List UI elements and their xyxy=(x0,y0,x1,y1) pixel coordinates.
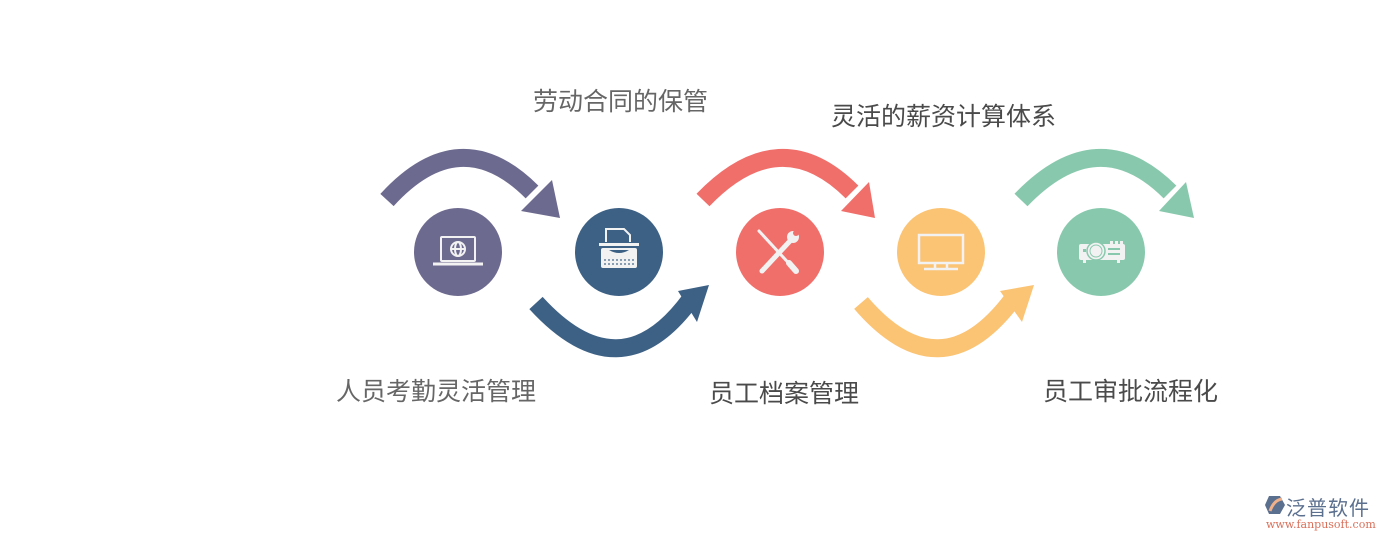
step-2-label: 劳动合同的保管 xyxy=(533,87,709,116)
watermark-logo: 泛普软件 www.fanpusoft.com xyxy=(1262,492,1390,536)
step-3-label: 员工档案管理 xyxy=(709,379,860,408)
step-1-node xyxy=(414,208,502,296)
laptop-globe-icon xyxy=(433,236,483,266)
arrow-step-2 xyxy=(529,285,709,358)
arrow-step-4 xyxy=(854,285,1034,358)
monitor-icon xyxy=(917,233,965,271)
arrow-step-1 xyxy=(380,149,560,218)
watermark-url: www.fanpusoft.com xyxy=(1266,518,1376,531)
step-3-node xyxy=(736,208,824,296)
step-5-label: 员工审批流程化 xyxy=(1043,377,1219,406)
arrow-step-5 xyxy=(1014,149,1194,218)
typewriter-icon xyxy=(599,228,639,268)
step-4-label: 灵活的薪资计算体系 xyxy=(831,102,1057,131)
projector-icon xyxy=(1079,241,1125,263)
step-4-node xyxy=(897,208,985,296)
step-1-label: 人员考勤灵活管理 xyxy=(336,377,537,406)
step-2-node xyxy=(575,208,663,296)
watermark-brand: 泛普软件 xyxy=(1286,496,1370,520)
tools-icon xyxy=(757,229,799,274)
arrow-step-3 xyxy=(696,149,875,218)
fanpu-logo-icon xyxy=(1265,496,1285,514)
step-5-node xyxy=(1057,208,1145,296)
